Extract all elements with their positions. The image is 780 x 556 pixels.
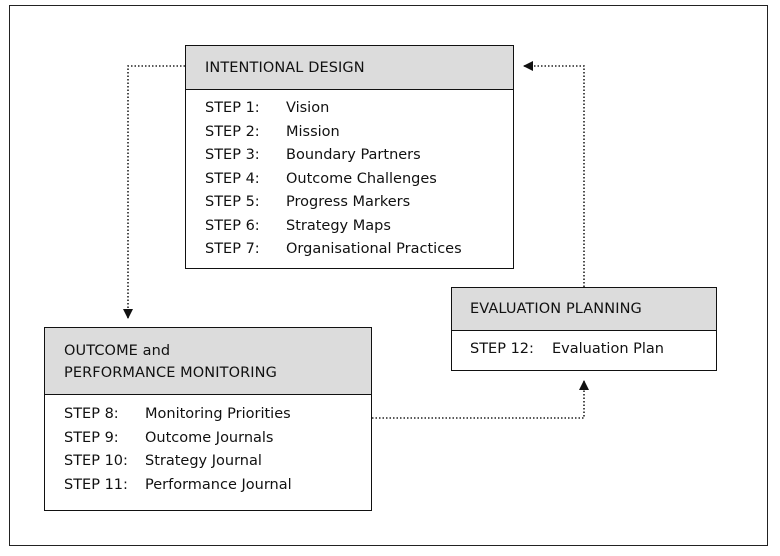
step-row: STEP 5: Progress Markers [205, 191, 513, 215]
step-row: STEP 12: Evaluation Plan [470, 338, 716, 362]
step-number: STEP 5: [205, 194, 260, 210]
step-number: STEP 2: [205, 123, 260, 140]
step-number: STEP 7: [205, 241, 260, 257]
step-number: STEP 1: [205, 100, 260, 116]
step-row: STEP 6: Strategy Maps [205, 215, 513, 239]
step-number: STEP 11: [64, 476, 128, 493]
evaluation-planning-steps: STEP 12: Evaluation Plan [452, 331, 716, 362]
step-row: STEP 4: Outcome Challenges [205, 168, 513, 192]
evaluation-planning-title: EVALUATION PLANNING [452, 288, 716, 331]
step-row: STEP 7: Organisational Practices [205, 238, 513, 262]
outcome-monitoring-title-line2: PERFORMANCE MONITORING [64, 365, 277, 381]
evaluation-planning-box: EVALUATION PLANNING STEP 12: Evaluation P… [451, 287, 717, 371]
step-row: STEP 3: Boundary Partners [205, 144, 513, 168]
step-label: Strategy Maps [286, 217, 391, 234]
step-row: STEP 2: Mission [205, 121, 513, 145]
step-number: STEP 4: [205, 170, 260, 187]
step-number: STEP 3: [205, 147, 260, 163]
step-label: Strategy Journal [145, 453, 262, 469]
step-row: STEP 11: Performance Journal [64, 474, 371, 498]
diagram-frame [9, 5, 768, 546]
intentional-design-title: INTENTIONAL DESIGN [186, 46, 513, 90]
step-row: STEP 8: Monitoring Priorities [64, 403, 371, 427]
step-label: Monitoring Priorities [145, 406, 291, 422]
outcome-monitoring-title: OUTCOME and PERFORMANCE MONITORING [45, 328, 371, 395]
step-label: Organisational Practices [286, 241, 462, 257]
step-label: Outcome Challenges [286, 170, 437, 187]
step-label: Vision [286, 100, 330, 116]
step-row: STEP 10: Strategy Journal [64, 450, 371, 474]
step-number: STEP 12: [470, 341, 534, 357]
intentional-design-steps: STEP 1: Vision STEP 2: Mission STEP 3: Boun… [186, 90, 513, 262]
step-number: STEP 8: [64, 406, 119, 422]
outcome-monitoring-title-line1: OUTCOME and [64, 343, 171, 359]
outcome-monitoring-steps: STEP 8: Monitoring Priorities STEP 9: Outc… [45, 395, 371, 497]
step-row: STEP 9: Outcome Journals [64, 427, 371, 451]
step-label: Progress Markers [286, 194, 411, 210]
step-label: Mission [286, 123, 340, 140]
step-number: STEP 9: [64, 429, 119, 446]
step-row: STEP 1: Vision [205, 97, 513, 121]
step-number: STEP 10: [64, 453, 128, 469]
intentional-design-box: INTENTIONAL DESIGN STEP 1: Vision STEP 2:… [185, 45, 514, 269]
step-number: STEP 6: [205, 217, 260, 234]
step-label: Performance Journal [145, 476, 292, 493]
step-label: Evaluation Plan [552, 341, 664, 357]
outcome-monitoring-box: OUTCOME and PERFORMANCE MONITORING STEP … [44, 327, 372, 511]
step-label: Outcome Journals [145, 429, 274, 446]
step-label: Boundary Partners [286, 147, 421, 163]
